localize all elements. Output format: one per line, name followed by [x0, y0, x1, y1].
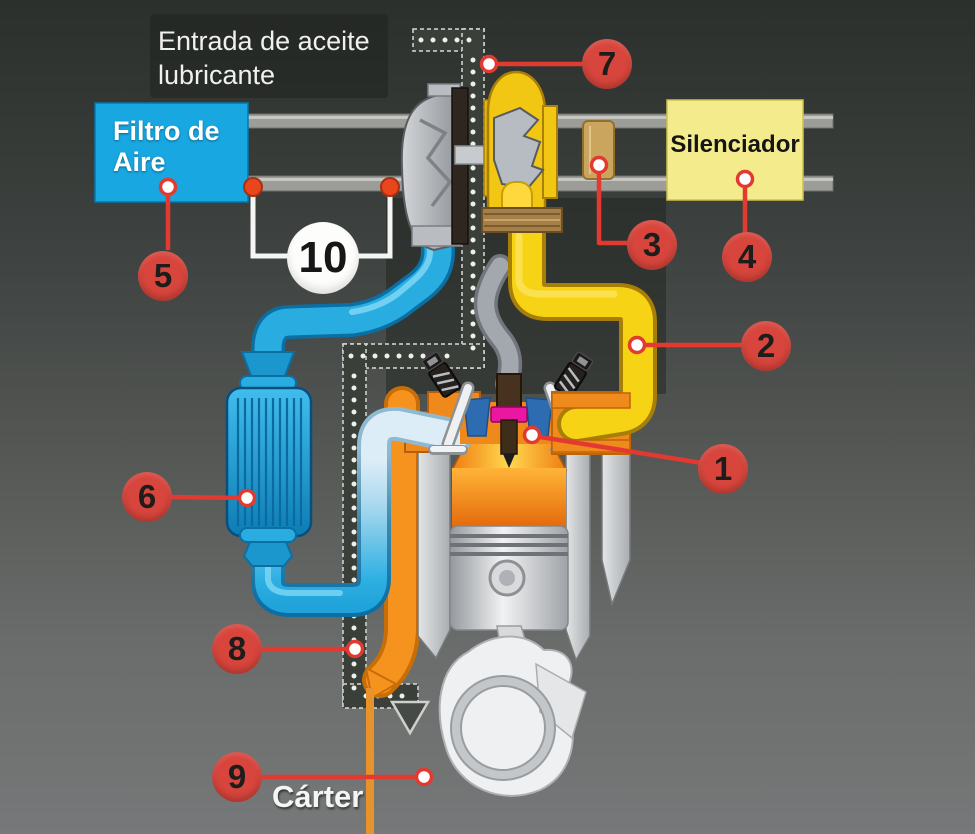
- oil-drain-pipe: [362, 386, 420, 834]
- valve-spring-left: [421, 351, 461, 398]
- fuel-injector: [490, 373, 528, 468]
- oil-inlet-line2: lubricante: [158, 60, 276, 90]
- oil-drip-line: [366, 688, 374, 834]
- boost-pipe: [251, 219, 455, 367]
- callout-connectors: [165, 61, 748, 780]
- callout-10: 10: [287, 222, 359, 294]
- charge-pipe: [251, 406, 473, 617]
- callout-4: 4: [722, 232, 772, 282]
- muffler-box: [666, 99, 804, 201]
- oil-label-panel: [150, 14, 388, 98]
- callout-2: 2: [741, 321, 791, 371]
- turbo-flange: [481, 207, 563, 233]
- turbocharger: [400, 70, 563, 252]
- intake-port: [463, 397, 491, 437]
- oil-pan-label: Cárter: [272, 779, 364, 814]
- muffler-label: Silenciador: [670, 131, 800, 158]
- callout-8: 8: [212, 624, 262, 674]
- injector-duct: [473, 254, 523, 396]
- oil-drain-arrow-icon: [389, 700, 431, 736]
- hose-clamp-dot-right: [380, 177, 400, 197]
- callout-3-line: [596, 166, 630, 246]
- air-filter-label: Filtro de Aire: [113, 116, 220, 177]
- callout-10-bracket: [243, 177, 400, 259]
- callout-1-line: [533, 433, 703, 466]
- callout-9: 9: [212, 752, 262, 802]
- exhaust-pipe: [508, 209, 657, 443]
- callout-1: 1: [698, 444, 748, 494]
- callout-7: 7: [582, 39, 632, 89]
- oil-inlet-label: Entrada de aceite lubricante: [158, 24, 370, 92]
- crankshaft: [438, 625, 587, 797]
- cylinder-charge: [452, 468, 566, 530]
- oil-inlet-line1: Entrada de aceite: [158, 26, 370, 56]
- callout-6: 6: [122, 472, 172, 522]
- intercooler: [225, 351, 313, 567]
- hose-clamp-dot-left: [243, 177, 263, 197]
- turbine-wheel: [493, 106, 545, 190]
- bearing-plate: [451, 87, 469, 245]
- callout-markers: [158, 54, 755, 787]
- callout-5: 5: [138, 251, 188, 301]
- piston: [449, 525, 569, 631]
- callout-6-line: [169, 494, 250, 501]
- callout-3: 3: [627, 220, 677, 270]
